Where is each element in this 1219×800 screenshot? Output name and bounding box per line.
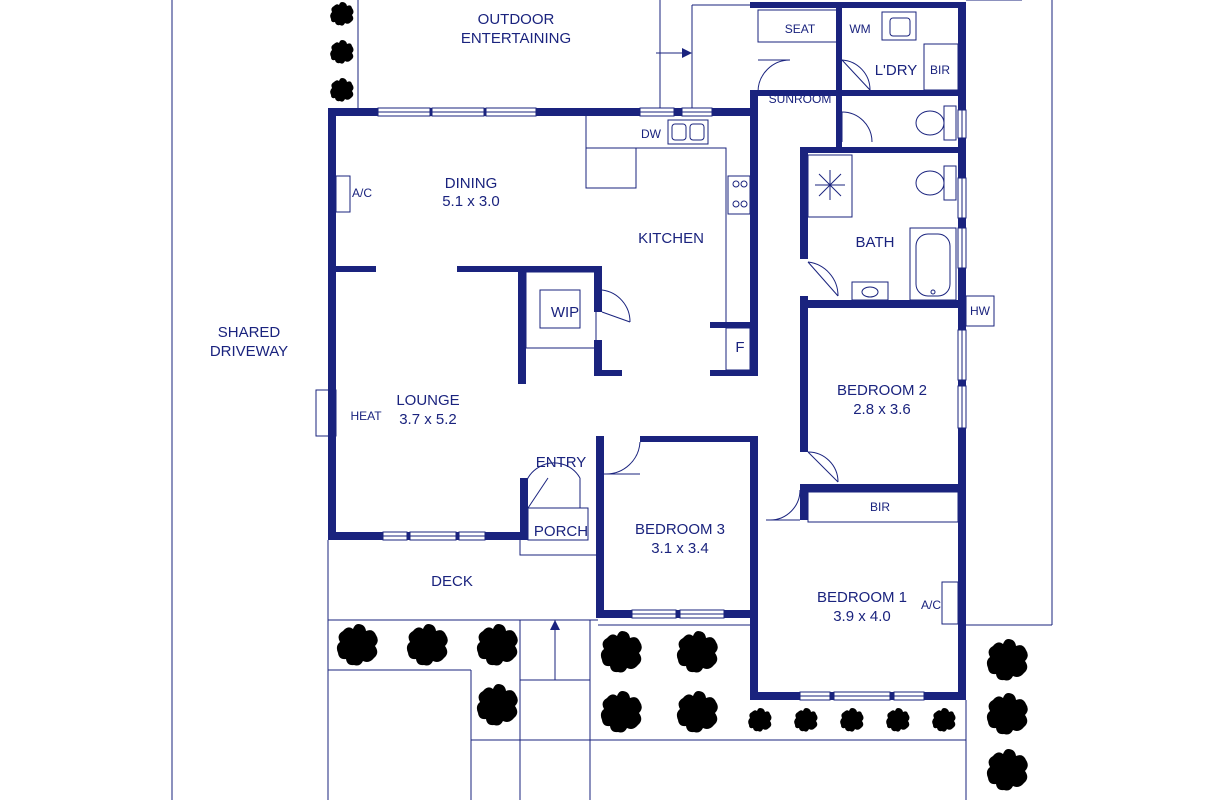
dining-label: DINING [445,175,498,192]
deck-label: DECK [431,573,473,590]
lounge-label: LOUNGE [396,392,459,409]
lounge-size: 3.7 x 5.2 [399,411,457,428]
ac-bed1-label: A/C [921,598,941,612]
heat-label: HEAT [350,409,382,423]
entry-label: ENTRY [536,454,587,471]
shared-driveway-label-1: SHARED [218,324,281,341]
bedroom3-label: BEDROOM 3 [635,521,725,538]
wip-label: WIP [551,304,579,321]
fridge-label: F [735,339,744,356]
bedroom1-label: BEDROOM 1 [817,589,907,606]
room-labels: OUTDOOR ENTERTAINING SEAT WM L'DRY BIR S… [210,11,991,625]
bedroom3-size: 3.1 x 3.4 [651,540,709,557]
hw-label: HW [970,304,991,318]
dining-size: 5.1 x 3.0 [442,193,500,210]
windows [377,107,967,701]
bedroom2-size: 2.8 x 3.6 [853,401,911,418]
outdoor-label-2: ENTERTAINING [461,30,571,47]
shared-driveway-label-2: DRIVEWAY [210,343,288,360]
ac-dining-label: A/C [352,186,372,200]
outdoor-label-1: OUTDOOR [478,11,555,28]
dw-label: DW [641,127,662,141]
bir-bed1-label: BIR [870,500,890,514]
bedroom2-label: BEDROOM 2 [837,382,927,399]
sunroom-label: SUNROOM [769,92,832,106]
porch-label: PORCH [534,523,588,540]
kitchen-label: KITCHEN [638,230,704,247]
bedroom1-size: 3.9 x 4.0 [833,608,891,625]
wm-label: WM [849,22,870,36]
bath-label: BATH [856,234,895,251]
fixtures [315,9,995,625]
laundry-label: L'DRY [875,62,918,79]
bir-top-label: BIR [930,63,950,77]
site-lines [171,0,1053,800]
seat-label: SEAT [785,22,816,36]
doors [523,59,873,521]
